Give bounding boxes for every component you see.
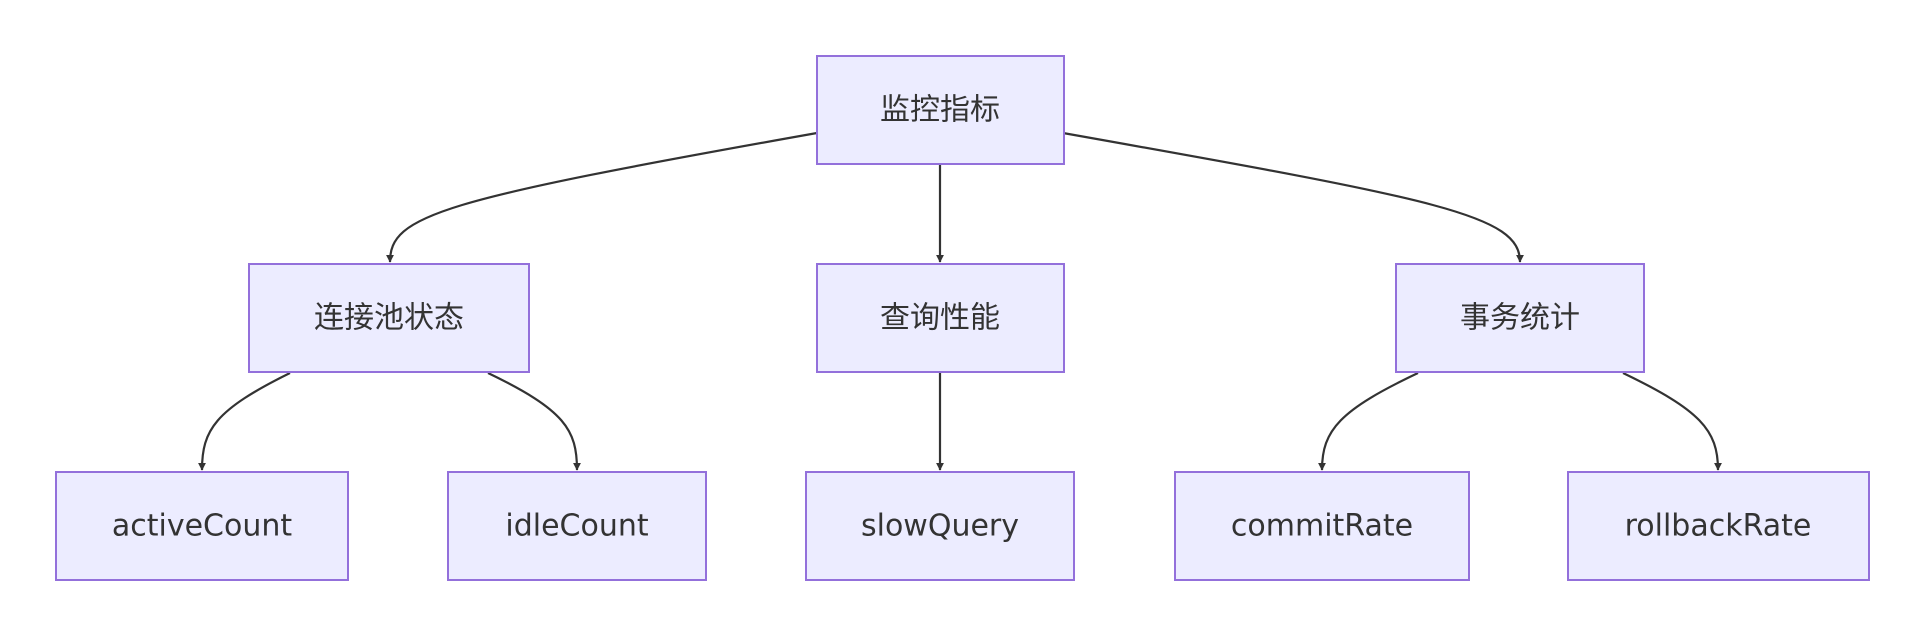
edge-root-to-tx <box>1062 131 1524 263</box>
node-root-box <box>816 55 1065 165</box>
edge-tx-to-rollback <box>1622 372 1722 471</box>
node-connection-pool-box <box>248 263 530 373</box>
node-active-count[interactable]: activeCount <box>55 471 349 581</box>
node-idle-count[interactable]: idleCount <box>447 471 707 581</box>
node-transaction-stats-box <box>1395 263 1645 373</box>
node-query-performance[interactable]: 查询性能 <box>816 263 1065 373</box>
node-commit-rate[interactable]: commitRate <box>1174 471 1470 581</box>
node-commit-rate-box <box>1174 471 1470 581</box>
node-idle-count-label: idleCount <box>505 509 648 544</box>
node-rollback-rate-label: rollbackRate <box>1625 509 1812 544</box>
node-slow-query[interactable]: slowQuery <box>805 471 1075 581</box>
node-query-performance-label: 查询性能 <box>880 301 1000 336</box>
node-commit-rate-label: commitRate <box>1231 509 1413 544</box>
node-idle-count-box <box>447 471 707 581</box>
node-connection-pool[interactable]: 连接池状态 <box>248 263 530 373</box>
edge-pool-to-active <box>198 372 291 471</box>
node-slow-query-label: slowQuery <box>861 509 1019 544</box>
node-root-label: 监控指标 <box>880 93 1000 128</box>
node-active-count-label: activeCount <box>112 509 293 544</box>
node-rollback-rate-box <box>1567 471 1870 581</box>
edges <box>198 131 1722 471</box>
edge-pool-to-idle <box>487 372 581 471</box>
node-transaction-stats-label: 事务统计 <box>1460 301 1580 336</box>
node-slow-query-box <box>805 471 1075 581</box>
node-transaction-stats[interactable]: 事务统计 <box>1395 263 1645 373</box>
edge-root-to-pool <box>386 131 818 263</box>
node-query-performance-box <box>816 263 1065 373</box>
edge-tx-to-commit <box>1318 372 1419 471</box>
node-root[interactable]: 监控指标 <box>816 55 1065 165</box>
node-connection-pool-label: 连接池状态 <box>314 301 464 336</box>
node-active-count-box <box>55 471 349 581</box>
node-rollback-rate[interactable]: rollbackRate <box>1567 471 1870 581</box>
